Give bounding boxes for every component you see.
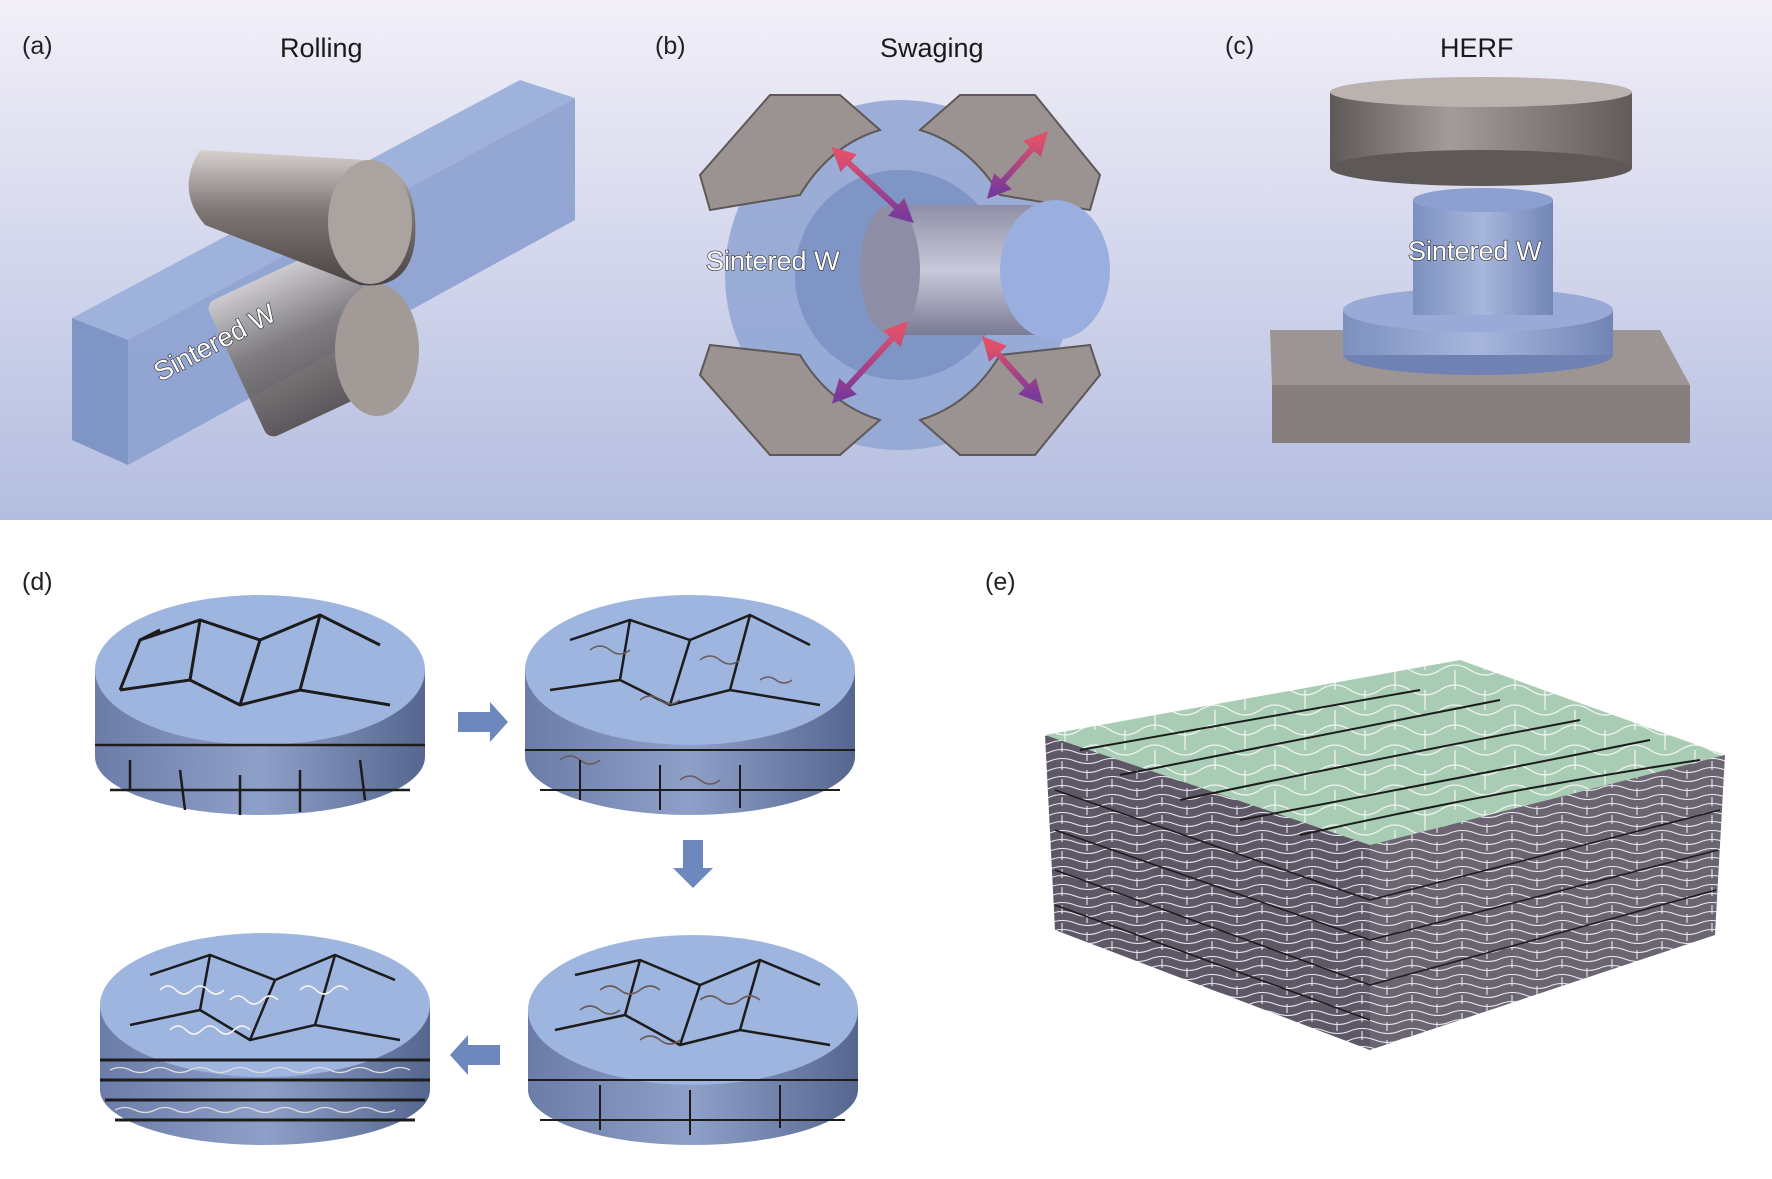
swaging-arrow-tl bbox=[831, 146, 914, 224]
die-bottom-left bbox=[698, 343, 883, 456]
swaging-arrow-br bbox=[981, 336, 1044, 404]
swaging-arrow-bl bbox=[831, 321, 909, 404]
panel-c-object-label: Sintered W bbox=[1408, 236, 1542, 266]
disk-3-subgrains bbox=[528, 935, 858, 1145]
cube-top-face bbox=[1045, 660, 1725, 845]
panel-c-herf: (c) HERF Sintered W bbox=[1225, 32, 1690, 443]
herf-base-front bbox=[1272, 385, 1690, 443]
panel-d-evolution: (d) bbox=[22, 568, 858, 1145]
panel-b-title: Swaging bbox=[880, 33, 984, 63]
panel-b-label: (b) bbox=[655, 32, 686, 60]
swaging-arrow-tr bbox=[986, 131, 1049, 199]
disk-2-dislocations bbox=[525, 595, 855, 815]
panel-b-swaging: (b) Swaging Sintered W bbox=[655, 32, 1110, 456]
panel-d-label: (d) bbox=[22, 568, 53, 596]
panel-a-rolling: (a) Rolling Sintered W bbox=[22, 32, 575, 465]
disk-4-refined bbox=[100, 933, 430, 1145]
flow-arrow-1 bbox=[458, 702, 508, 742]
rod-end-face bbox=[1000, 200, 1110, 340]
disk-1-sintered bbox=[95, 595, 425, 815]
panel-c-label: (c) bbox=[1225, 32, 1254, 60]
cube-elongated-boundaries bbox=[1079, 689, 1701, 836]
cube-right-face bbox=[1370, 755, 1725, 1050]
herf-sample bbox=[1413, 200, 1553, 315]
panel-a-label: (a) bbox=[22, 32, 53, 60]
flow-arrow-2 bbox=[673, 840, 713, 888]
slab-front bbox=[72, 318, 128, 465]
cube-front-face bbox=[1045, 735, 1370, 1050]
panel-e-label: (e) bbox=[985, 568, 1016, 596]
panel-b-object-label: Sintered W bbox=[706, 246, 840, 276]
panel-e-cube: (e) bbox=[985, 568, 1725, 1050]
flow-arrow-3 bbox=[450, 1035, 500, 1075]
panel-a-title: Rolling bbox=[280, 33, 363, 63]
panel-c-title: HERF bbox=[1440, 33, 1514, 63]
